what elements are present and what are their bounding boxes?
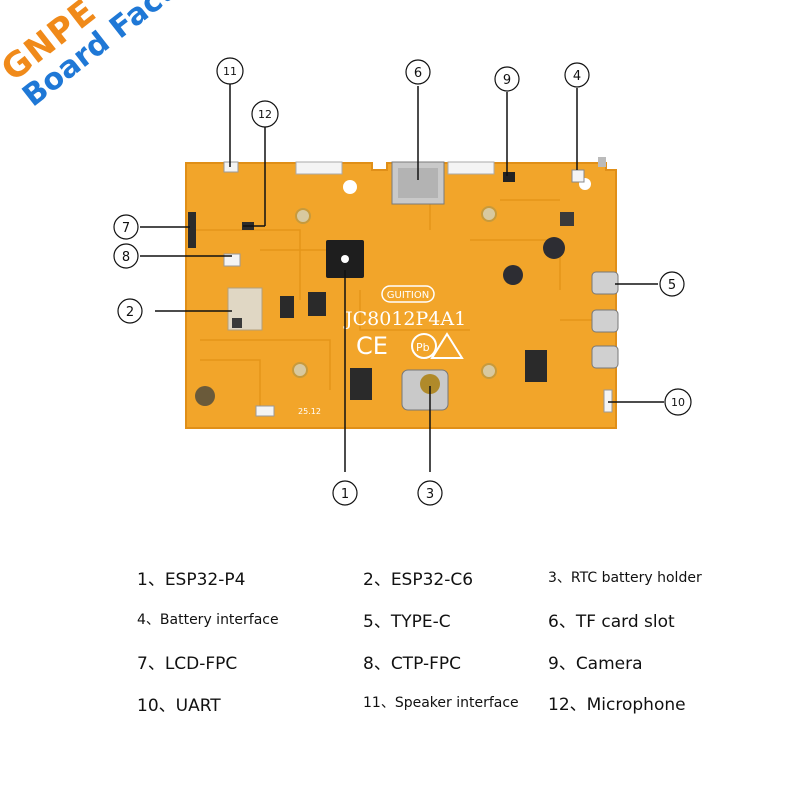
certification-marks: CE Pb [356, 332, 464, 360]
ce-mark: CE [356, 332, 388, 360]
battery-connector [571, 169, 585, 183]
speaker-connector [223, 161, 239, 173]
callout-markers: 1 2 3 4 5 6 7 8 9 10 11 12 [113, 57, 692, 506]
esp32-c6-module [227, 287, 263, 331]
legend-item-ctp-fpc: 8、CTP-FPC [363, 654, 461, 674]
leader-lines [140, 84, 664, 472]
callout-2: 2 [117, 298, 143, 324]
svg-text:12: 12 [258, 108, 272, 121]
svg-text:9: 9 [503, 73, 511, 88]
svg-text:6: 6 [414, 66, 422, 81]
legend-item-speaker-interface: 11、Speaker interface [363, 695, 519, 711]
ctp-fpc-connector [223, 253, 241, 267]
svg-text:2: 2 [126, 305, 134, 320]
usb-type-c-ports [591, 271, 619, 369]
legend-item-esp32-p4: 1、ESP32-P4 [137, 570, 246, 590]
svg-text:7: 7 [122, 221, 130, 236]
rtc-battery-holder [401, 369, 449, 411]
callout-11: 11 [216, 57, 244, 85]
svg-text:4: 4 [573, 69, 581, 84]
callout-12: 12 [251, 100, 279, 128]
model-text: JC8012P4A1 [343, 308, 466, 330]
legend-item-microphone: 12、Microphone [548, 695, 686, 715]
legend-item-rtc-battery-holder: 3、RTC battery holder [548, 570, 702, 586]
legend-item-camera: 9、Camera [548, 654, 643, 674]
tf-card-slot [391, 161, 445, 205]
callout-7: 7 [113, 214, 139, 240]
uart-connector [603, 389, 613, 413]
svg-text:3: 3 [426, 487, 434, 502]
logo-text: GUITION [387, 290, 429, 301]
pcb-board [185, 162, 617, 429]
ic-chip [280, 296, 294, 318]
callout-5: 5 [659, 271, 685, 297]
fpc-connector-top [295, 161, 495, 175]
ic-chip [560, 212, 574, 226]
svg-text:11: 11 [223, 65, 237, 78]
silk-date: 25.12 [298, 407, 321, 416]
svg-text:5: 5 [668, 278, 676, 293]
lcd-fpc-connector [188, 212, 196, 248]
component-legend: 1、ESP32-P4 2、ESP32-C6 3、RTC battery hold… [0, 555, 800, 725]
capacitor [503, 237, 565, 285]
side-switch [598, 157, 606, 167]
legend-item-battery-interface: 4、Battery interface [137, 612, 279, 628]
pb-mark: Pb [416, 341, 430, 354]
guition-logo: GUITION [381, 285, 435, 303]
ic-chip [525, 350, 547, 382]
callout-4: 4 [564, 62, 590, 88]
svg-text:8: 8 [122, 250, 130, 265]
camera-connector [503, 172, 515, 182]
small-connector [255, 405, 275, 417]
callout-8: 8 [113, 243, 139, 269]
legend-item-tf-card-slot: 6、TF card slot [548, 612, 675, 632]
callout-3: 3 [417, 480, 443, 506]
callout-9: 9 [494, 66, 520, 92]
svg-text:1: 1 [341, 487, 349, 502]
legend-item-lcd-fpc: 7、LCD-FPC [137, 654, 238, 674]
ic-chip [350, 368, 372, 400]
buzzer [195, 386, 215, 406]
callout-6: 6 [405, 59, 431, 85]
svg-text:10: 10 [671, 396, 685, 409]
legend-item-type-c: 5、TYPE-C [363, 612, 451, 632]
ic-chip [308, 292, 326, 316]
esp32-p4-chip [326, 240, 364, 278]
legend-item-esp32-c6: 2、ESP32-C6 [363, 570, 474, 590]
callout-1: 1 [332, 480, 358, 506]
callout-10: 10 [664, 388, 692, 416]
legend-item-uart: 10、UART [137, 696, 221, 716]
